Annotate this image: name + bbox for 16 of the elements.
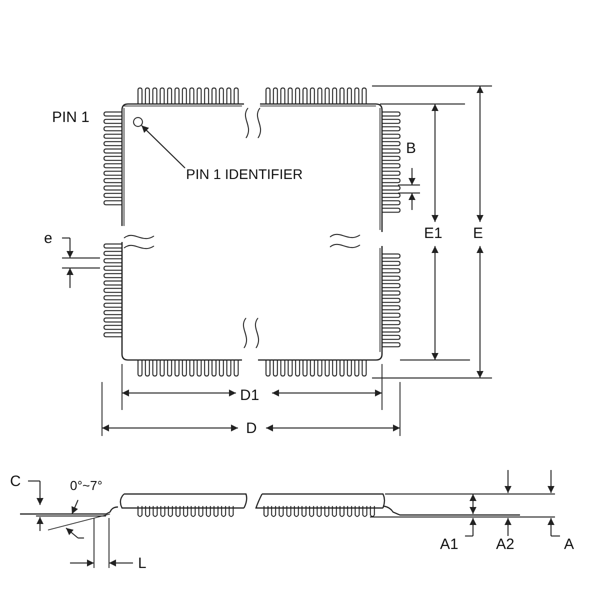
dimension-label: C <box>10 474 21 489</box>
pin-label: PIN 1 <box>52 110 90 125</box>
callout-text: PIN 1 IDENTIFIER <box>186 167 303 181</box>
pin-1-marker <box>133 117 143 127</box>
dimension-label: B <box>406 141 416 156</box>
dimension-label: D1 <box>240 388 260 403</box>
dimension-label: e <box>44 231 52 246</box>
dimension-label: E <box>473 226 484 241</box>
dimension-label: E1 <box>424 226 442 241</box>
dimension-label: A2 <box>496 537 514 552</box>
dimension-label: L <box>138 556 146 571</box>
dimension-label: A <box>564 537 574 552</box>
dimension-label: A1 <box>440 537 458 552</box>
dimension-label: D <box>246 421 257 436</box>
angle-label: 0°~7° <box>70 479 102 492</box>
leader-line <box>141 125 186 168</box>
